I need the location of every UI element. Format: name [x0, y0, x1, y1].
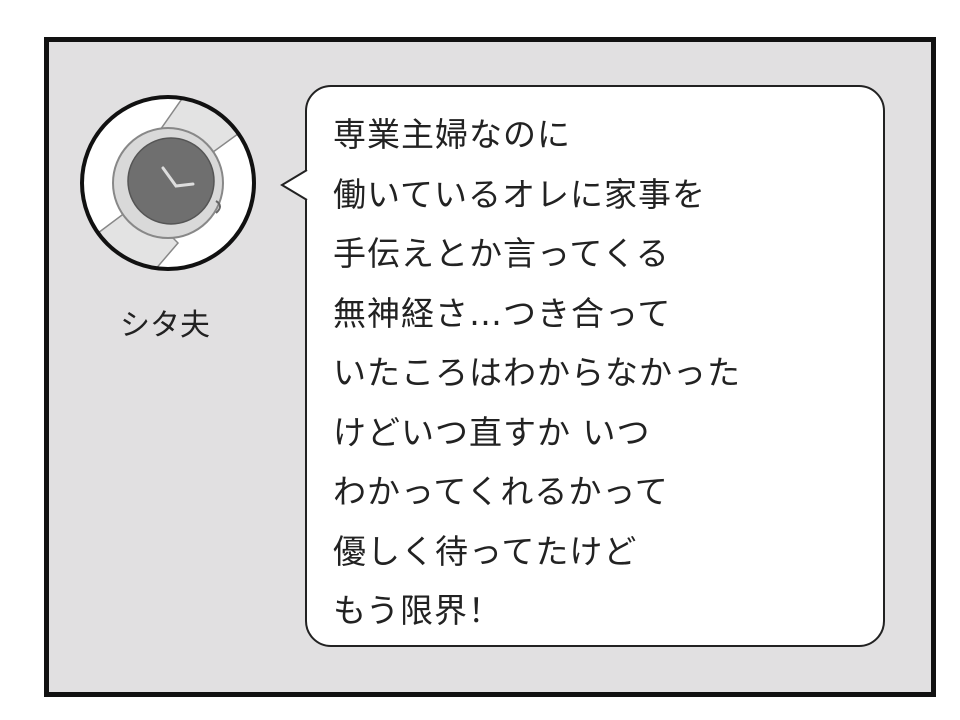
- message-line: もう限界！: [333, 591, 503, 630]
- message-line: 働いているオレに家事を: [333, 174, 707, 214]
- speech-bubble: [305, 85, 885, 647]
- speaker-name: シタ夫: [120, 308, 210, 343]
- message-line: 専業主婦なのに: [333, 115, 571, 154]
- message-line: 無神経さ…つき合って: [333, 293, 672, 333]
- speech-bubble-tail: [280, 169, 308, 201]
- message-line: けどいつ直すか いつ: [333, 412, 651, 452]
- message-line: いたころはわからなかった: [333, 353, 741, 392]
- message-line: わかってくれるかって: [333, 472, 669, 511]
- message-text: 専業主婦なのに 働いているオレに家事を 手伝えとか言ってくる 無神経さ…つき合っ…: [333, 105, 741, 641]
- message-line: 優しく待ってたけど: [333, 531, 638, 571]
- wristwatch-icon: [80, 95, 256, 271]
- message-line: 手伝えとか言ってくる: [333, 234, 670, 273]
